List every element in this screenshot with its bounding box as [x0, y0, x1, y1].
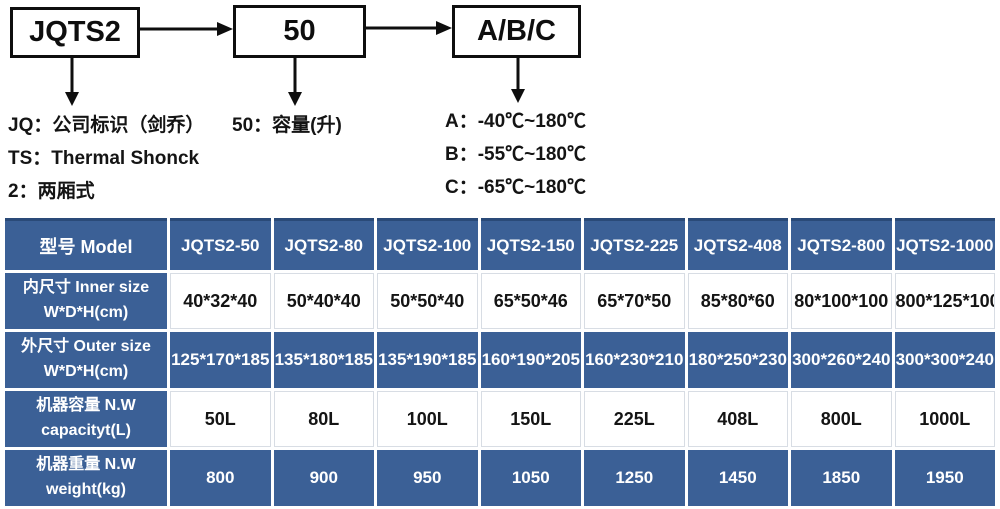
row-label-outer-size: 外尺寸 Outer size W*D*H(cm) [5, 332, 167, 388]
table-cell: 50*50*40 [377, 273, 478, 329]
table-cell: 160*190*205 [480, 332, 581, 388]
legend-line-a: A：-40℃~180℃ [445, 111, 586, 132]
down-arrow-icon [65, 58, 79, 106]
table-cell: 100L [377, 391, 478, 447]
table-cell: 135*190*185 [377, 332, 478, 388]
model-code-box-temp-grade: A/B/C [452, 5, 581, 58]
column-header-jqts2-225: JQTS2-225 [584, 218, 685, 270]
legend-line-2: 2：两厢式 [8, 181, 95, 202]
table-cell: 900 [273, 450, 374, 506]
column-header-jqts2-150: JQTS2-150 [480, 218, 581, 270]
table-row-inner-size: 内尺寸 Inner size W*D*H(cm) 40*32*40 50*40*… [5, 273, 995, 329]
spec-table: 型号 Model JQTS2-50 JQTS2-80 JQTS2-100 JQT… [2, 215, 998, 509]
model-code-box-jqts2: JQTS2 [10, 7, 140, 58]
table-cell: 125*170*185 [170, 332, 271, 388]
table-cell: 50*40*40 [273, 273, 374, 329]
table-cell: 300*260*240 [791, 332, 892, 388]
table-row-weight: 机器重量 N.W weight(kg) 800 900 950 1050 125… [5, 450, 995, 506]
legend-temp-grades: A：-40℃~180℃ B：-55℃~180℃ C：-65℃~180℃ [445, 105, 586, 204]
column-header-model: 型号 Model [5, 218, 167, 270]
table-cell: 1050 [480, 450, 581, 506]
table-cell: 160*230*210 [584, 332, 685, 388]
row-label-line2: capacityt(L) [41, 422, 131, 439]
column-header-jqts2-800: JQTS2-800 [791, 218, 892, 270]
table-cell: 408L [687, 391, 788, 447]
row-label-line2: W*D*H(cm) [43, 304, 129, 321]
legend-line-b: B：-55℃~180℃ [445, 144, 586, 165]
table-cell: 80L [273, 391, 374, 447]
column-header-jqts2-50: JQTS2-50 [170, 218, 271, 270]
legend-line-ts: TS：Thermal Shonck [8, 148, 200, 169]
row-label-line1: 机器重量 N.W [36, 456, 136, 474]
table-cell: 1850 [791, 450, 892, 506]
model-code-box-capacity: 50 [233, 5, 366, 58]
table-row-outer-size: 外尺寸 Outer size W*D*H(cm) 125*170*185 135… [5, 332, 995, 388]
row-label-line1: 外尺寸 Outer size [21, 338, 151, 356]
column-header-jqts2-1000: JQTS2-1000 [894, 218, 995, 270]
row-label-line2: W*D*H(cm) [43, 363, 129, 380]
legend-capacity: 50：容量(升) [232, 115, 342, 136]
table-cell: 1450 [687, 450, 788, 506]
table-cell: 180*250*230 [687, 332, 788, 388]
datasheet-page: { "flowchart": { "box1": "JQTS2", "box2"… [5, 5, 995, 506]
table-cell: 50L [170, 391, 271, 447]
row-label-line1: 内尺寸 Inner size [22, 279, 150, 297]
down-arrow-icon [288, 58, 302, 106]
table-cell: 85*80*60 [687, 273, 788, 329]
table-cell: 135*180*185 [273, 332, 374, 388]
row-label-weight: 机器重量 N.W weight(kg) [5, 450, 167, 506]
down-arrow-icon [511, 58, 525, 103]
legend-line-jq: JQ：公司标识（剑乔） [8, 115, 205, 136]
table-cell: 300*300*240 [894, 332, 995, 388]
table-cell: 1250 [584, 450, 685, 506]
column-header-jqts2-408: JQTS2-408 [687, 218, 788, 270]
row-label-inner-size: 内尺寸 Inner size W*D*H(cm) [5, 273, 167, 329]
table-cell: 1000L [894, 391, 995, 447]
table-cell: 40*32*40 [170, 273, 271, 329]
legend-line-c: C：-65℃~180℃ [445, 177, 586, 198]
table-header-row: 型号 Model JQTS2-50 JQTS2-80 JQTS2-100 JQT… [5, 218, 995, 270]
column-header-jqts2-80: JQTS2-80 [273, 218, 374, 270]
table-cell: 800*125*100 [894, 273, 995, 329]
row-label-line2: weight(kg) [46, 481, 126, 498]
table-cell: 950 [377, 450, 478, 506]
table-row-capacity: 机器容量 N.W capacityt(L) 50L 80L 100L 150L … [5, 391, 995, 447]
right-arrow-icon [366, 21, 452, 35]
table-cell: 225L [584, 391, 685, 447]
table-cell: 150L [480, 391, 581, 447]
legend-brand-series: JQ：公司标识（剑乔） TS：Thermal Shonck 2：两厢式 [8, 109, 204, 208]
column-header-jqts2-100: JQTS2-100 [377, 218, 478, 270]
table-cell: 800 [170, 450, 271, 506]
table-cell: 1950 [894, 450, 995, 506]
row-label-line1: 机器容量 N.W [36, 397, 136, 415]
table-cell: 80*100*100 [791, 273, 892, 329]
table-cell: 65*50*46 [480, 273, 581, 329]
right-arrow-icon [140, 22, 233, 36]
row-label-capacity: 机器容量 N.W capacityt(L) [5, 391, 167, 447]
table-cell: 65*70*50 [584, 273, 685, 329]
table-cell: 800L [791, 391, 892, 447]
